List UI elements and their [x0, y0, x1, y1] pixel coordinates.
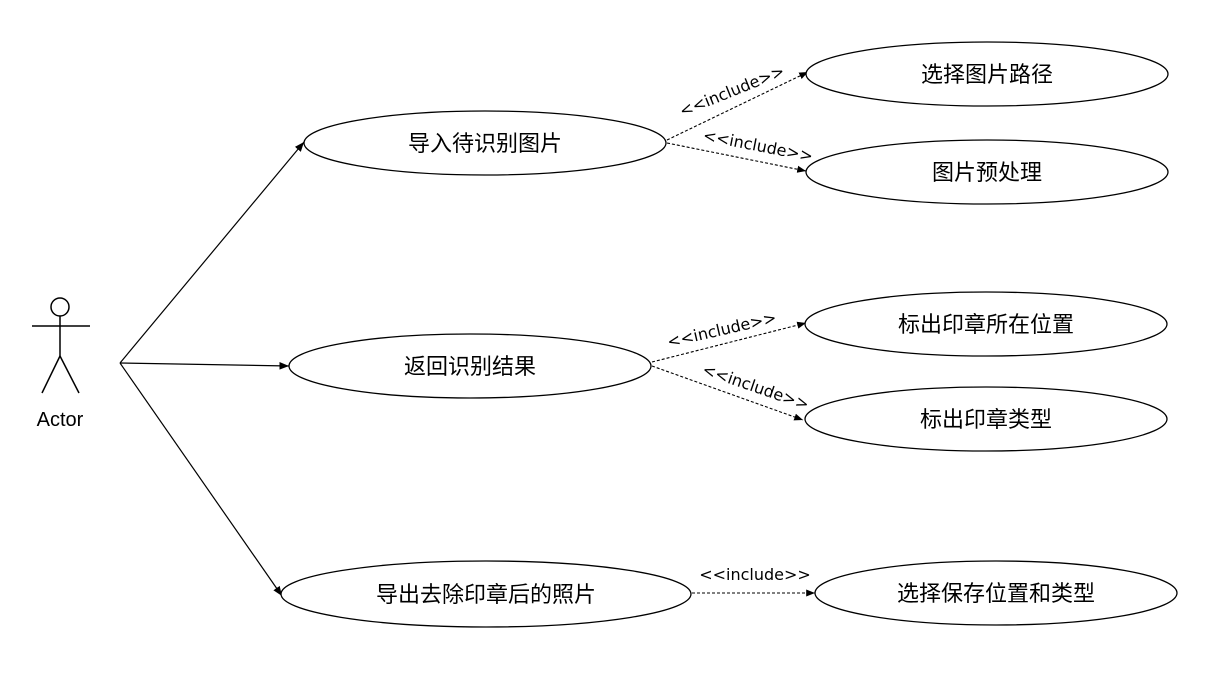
actor-left-leg: [41, 355, 61, 394]
include-label-select-path: <<include>>: [677, 61, 788, 120]
usecase-mark-type-label: 标出印章类型: [920, 408, 1052, 433]
usecase-import-image: [303, 110, 667, 176]
actor-head: [50, 297, 70, 317]
association-return: [119, 361, 290, 370]
association-import: [119, 141, 305, 364]
usecase-select-path-label: 选择图片路径: [921, 63, 1053, 88]
include-label-save-options: <<include>>: [699, 565, 811, 584]
include-label-mark-position: <<include>>: [665, 308, 778, 352]
actor-label: Actor: [37, 409, 84, 431]
usecase-select-path: [805, 41, 1169, 107]
usecase-preprocess: [805, 139, 1169, 205]
usecase-return-result: [288, 333, 652, 399]
usecase-export-photo-label: 导出去除印章后的照片: [376, 583, 596, 608]
usecase-export-photo: [280, 560, 692, 628]
usecase-save-options-label: 选择保存位置和类型: [897, 582, 1095, 607]
include-edge-mark-position: [651, 321, 807, 363]
usecase-import-image-label: 导入待识别图片: [408, 132, 562, 157]
usecase-return-result-label: 返回识别结果: [404, 355, 536, 380]
actor-right-leg: [59, 355, 80, 394]
include-edge-preprocess: [666, 142, 807, 173]
association-export: [119, 362, 283, 597]
usecase-mark-position: [804, 291, 1168, 357]
actor-figure: [32, 297, 90, 394]
usecase-preprocess-label: 图片预处理: [932, 161, 1042, 186]
usecase-save-options: [814, 560, 1178, 626]
usecase-mark-position-label: 标出印章所在位置: [898, 313, 1074, 338]
include-label-mark-type: <<include>>: [700, 360, 812, 414]
include-edge-mark-type: [651, 365, 804, 421]
include-label-preprocess: <<include>>: [701, 126, 814, 166]
include-edge-select-path: [666, 71, 809, 141]
usecase-mark-type: [804, 386, 1168, 452]
